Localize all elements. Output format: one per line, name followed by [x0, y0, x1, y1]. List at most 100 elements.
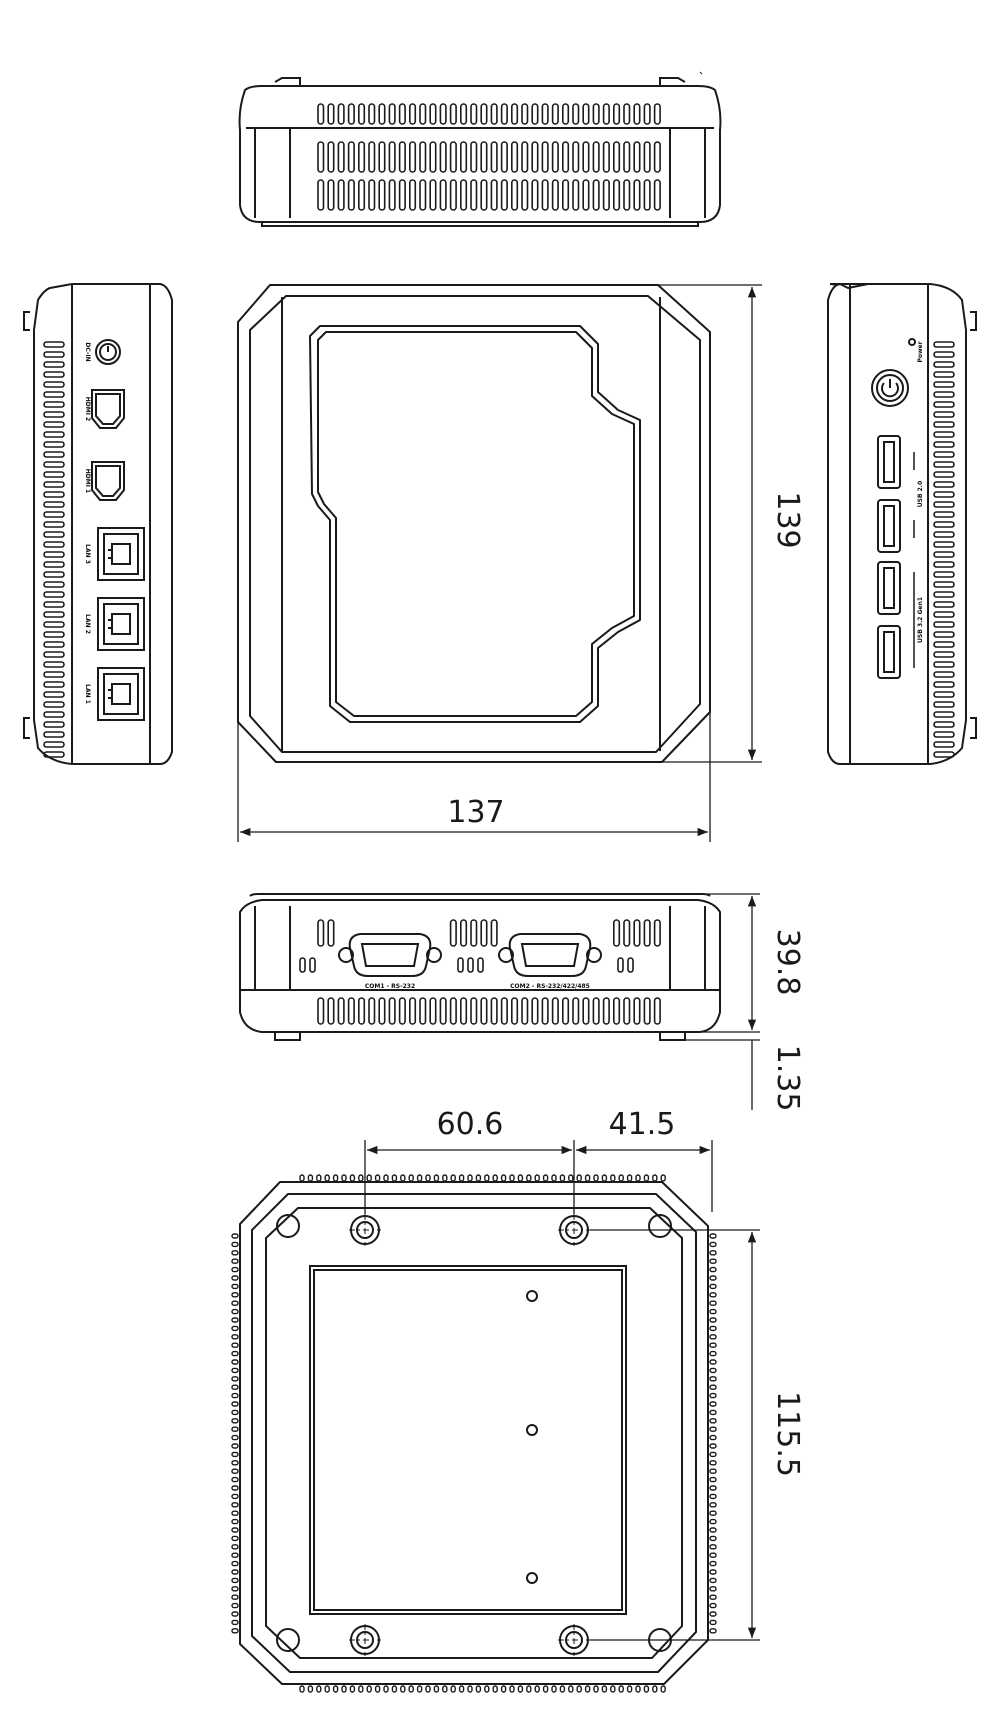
vent-slot	[568, 1174, 574, 1182]
vent-slot	[623, 179, 631, 211]
vent-slot	[643, 919, 651, 947]
vent-slot	[709, 1434, 717, 1441]
vent-slot	[458, 1685, 465, 1693]
dim-hole-spacing-y: 115.5	[770, 1391, 805, 1477]
vent-slot	[43, 701, 65, 708]
vent-slot	[231, 1451, 239, 1458]
vent-slot	[510, 103, 519, 125]
vent-slot	[231, 1342, 239, 1348]
vent-slot	[327, 103, 335, 125]
vent-slot	[231, 1401, 239, 1407]
vent-slot	[317, 919, 325, 947]
vent-slot	[231, 1619, 239, 1626]
vent-slot	[442, 1174, 448, 1182]
vent-slot	[231, 1586, 239, 1592]
vent-slot	[582, 103, 590, 125]
vent-slot	[490, 997, 498, 1025]
com2-port	[498, 933, 602, 977]
label-com2: COM2 - RS-232/422/485	[510, 983, 590, 990]
vent-slot	[709, 1233, 717, 1239]
vent-slot	[357, 141, 366, 173]
label-lan-3: LAN 3	[84, 544, 91, 564]
label-com1: COM1 - RS-232	[365, 983, 415, 990]
vent-slot	[500, 141, 508, 173]
vent-slot	[449, 103, 457, 125]
centerlines	[349, 1214, 590, 1656]
vent-slot	[933, 751, 955, 758]
vent-slot	[541, 997, 549, 1025]
vent-slot	[933, 561, 955, 568]
vent-slot	[709, 1376, 717, 1382]
vent-slot	[231, 1485, 239, 1491]
vent-slot	[439, 997, 447, 1025]
label-power: Power	[917, 341, 924, 362]
vent-slot	[933, 701, 955, 708]
right-vent-slots	[933, 341, 955, 758]
vent-slot	[623, 919, 631, 947]
vent-slot	[490, 179, 498, 211]
vent-slot	[484, 1174, 490, 1182]
vent-slot	[408, 141, 417, 173]
vent-slot	[467, 957, 474, 973]
vent-slot	[623, 103, 631, 125]
vent-slot	[618, 1174, 624, 1182]
vent-slot	[610, 1685, 616, 1693]
hdmi-2-port	[91, 389, 125, 429]
vent-slot	[510, 179, 519, 211]
vent-slot	[709, 1468, 717, 1474]
vent-slot	[317, 103, 325, 125]
vent-slot	[633, 179, 641, 211]
label-usb-3: USB 3.2 Gen1	[917, 597, 924, 643]
vent-slot	[43, 431, 65, 438]
vent-slot	[43, 501, 65, 508]
vent-slot	[378, 141, 386, 173]
vent-slot	[709, 1241, 717, 1248]
vent-slot	[231, 1502, 239, 1508]
vent-slot	[933, 691, 955, 698]
vent-slot	[492, 1174, 498, 1182]
vent-slot	[43, 571, 65, 578]
vent-slot	[358, 1174, 364, 1182]
vent-slot	[933, 641, 955, 648]
vent-slot	[709, 1250, 717, 1256]
vent-slot	[450, 1174, 456, 1182]
vent-slot	[374, 1174, 381, 1182]
vent-slot	[231, 1334, 239, 1340]
vent-slot	[231, 1350, 239, 1357]
vent-slot	[357, 997, 366, 1025]
vent-slot	[400, 1685, 406, 1693]
vent-slot	[526, 1174, 532, 1182]
vent-slot	[933, 421, 955, 428]
vent-slot	[653, 179, 661, 211]
vent-slot	[43, 541, 65, 548]
vent-slot	[933, 631, 955, 638]
vent-slot	[933, 501, 955, 508]
vent-slot	[43, 351, 65, 358]
vent-slot	[43, 381, 65, 388]
vent-slot	[584, 1174, 591, 1182]
vent-slot	[653, 919, 661, 947]
vent-slot	[709, 1392, 717, 1399]
vent-slot	[610, 1174, 616, 1182]
vent-slot	[231, 1275, 239, 1281]
vent-slot	[231, 1409, 239, 1416]
vent-slot	[43, 371, 65, 378]
vent-slot	[933, 581, 955, 588]
vent-slot	[43, 341, 65, 348]
vent-slot	[470, 179, 478, 211]
vent-slot	[43, 651, 65, 658]
vent-slot	[43, 361, 65, 368]
left-vent-slots	[43, 341, 65, 758]
vent-slot	[933, 711, 955, 718]
vent-slot	[709, 1367, 717, 1374]
vent-slot	[584, 1685, 591, 1693]
bottom-view	[231, 1174, 717, 1693]
vent-slot	[709, 1384, 717, 1390]
rear-view	[238, 77, 722, 227]
vent-slot	[709, 1317, 717, 1323]
vent-slot	[541, 179, 549, 211]
vent-slot	[709, 1266, 717, 1273]
vent-slot	[419, 141, 427, 173]
vent-slot	[561, 141, 570, 173]
label-lan-1: LAN 1	[84, 684, 91, 704]
